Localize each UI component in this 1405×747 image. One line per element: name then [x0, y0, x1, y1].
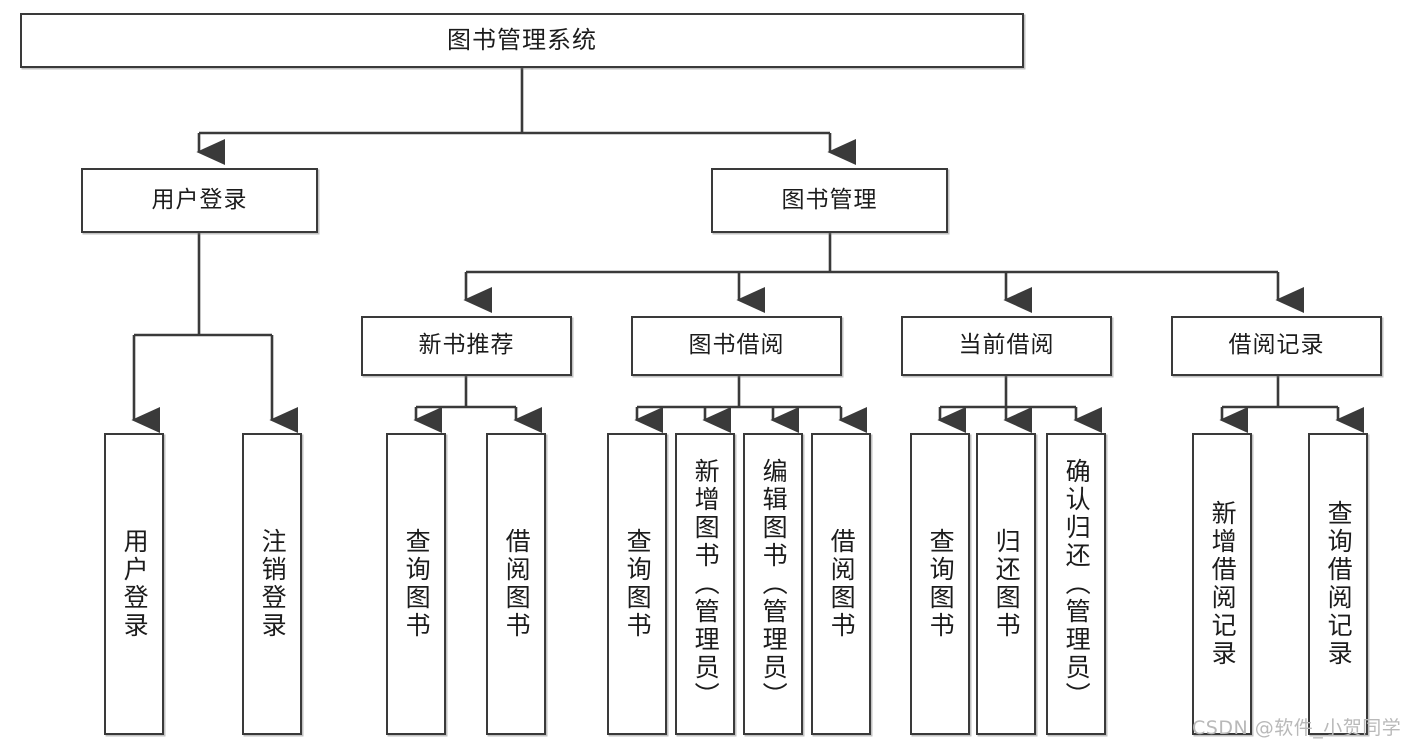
node-new-book-recommend[interactable]: 新书推荐 — [361, 316, 572, 376]
node-label: 新增图书（管理员） — [691, 458, 721, 710]
node-label: 查询借阅记录 — [1324, 500, 1354, 668]
leaf-user-login[interactable]: 用户登录 — [104, 433, 164, 735]
node-label: 图书借阅 — [688, 332, 785, 359]
node-label: 新书推荐 — [418, 332, 515, 359]
node-label: 借阅图书 — [827, 528, 857, 640]
node-label: 查询图书 — [623, 528, 653, 640]
node-label: 确认归还（管理员） — [1062, 458, 1092, 710]
leaf-borrow-book-new[interactable]: 借阅图书 — [486, 433, 546, 735]
leaf-query-book-borrow[interactable]: 查询图书 — [607, 433, 667, 735]
node-label: 图书管理 — [781, 186, 878, 213]
node-label: 借阅图书 — [502, 528, 532, 640]
leaf-query-borrow-record[interactable]: 查询借阅记录 — [1308, 433, 1368, 735]
leaf-edit-book[interactable]: 编辑图书（管理员） — [743, 433, 803, 735]
node-current-borrow[interactable]: 当前借阅 — [901, 316, 1112, 376]
leaf-add-borrow-record[interactable]: 新增借阅记录 — [1192, 433, 1252, 735]
node-label: 借阅记录 — [1228, 332, 1325, 359]
node-label: 图书管理系统 — [447, 26, 597, 55]
leaf-borrow-book-borrow[interactable]: 借阅图书 — [811, 433, 871, 735]
node-label: 查询图书 — [926, 528, 956, 640]
node-label: 用户登录 — [151, 186, 248, 213]
csdn-watermark: CSDN @软件_小贺同学 — [1192, 717, 1402, 739]
node-label: 查询图书 — [402, 528, 432, 640]
node-label: 当前借阅 — [958, 332, 1055, 359]
node-label: 归还图书 — [992, 528, 1022, 640]
node-label: 新增借阅记录 — [1208, 500, 1238, 668]
leaf-query-book-new[interactable]: 查询图书 — [386, 433, 446, 735]
node-borrow-record[interactable]: 借阅记录 — [1171, 316, 1382, 376]
node-label: 注销登录 — [258, 528, 288, 640]
leaf-logout-login[interactable]: 注销登录 — [242, 433, 302, 735]
leaf-query-book-current[interactable]: 查询图书 — [910, 433, 970, 735]
node-book-borrow[interactable]: 图书借阅 — [631, 316, 842, 376]
node-label: 编辑图书（管理员） — [759, 458, 789, 710]
node-user-login[interactable]: 用户登录 — [81, 168, 318, 233]
node-book-manage[interactable]: 图书管理 — [711, 168, 948, 233]
node-label: 用户登录 — [120, 528, 150, 640]
leaf-confirm-return[interactable]: 确认归还（管理员） — [1046, 433, 1106, 735]
node-root-system[interactable]: 图书管理系统 — [20, 13, 1024, 68]
leaf-add-book[interactable]: 新增图书（管理员） — [675, 433, 735, 735]
leaf-return-book[interactable]: 归还图书 — [976, 433, 1036, 735]
